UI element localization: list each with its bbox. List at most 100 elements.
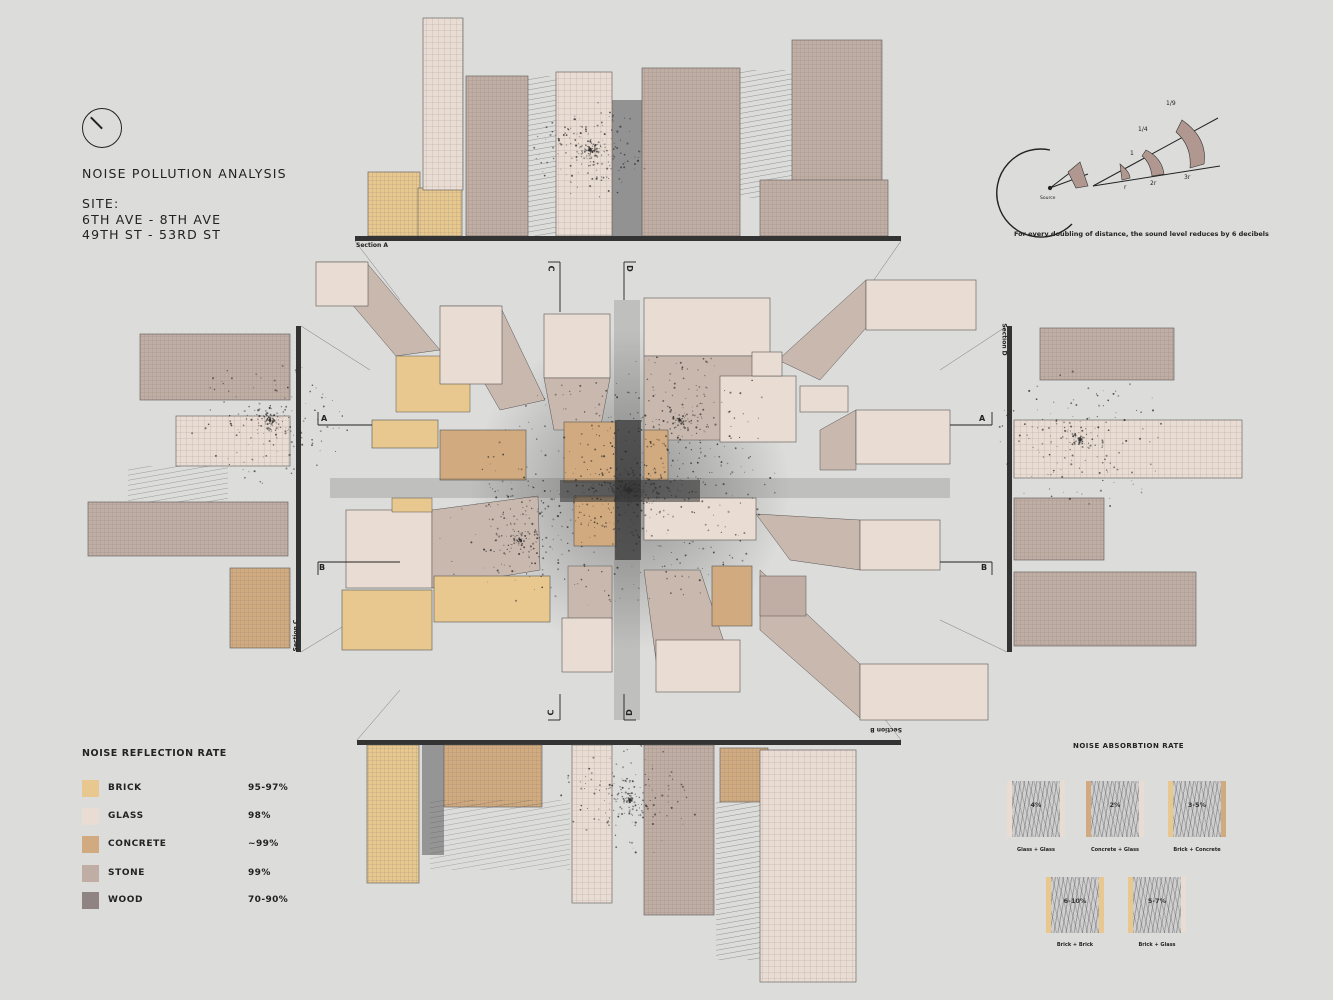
- noise-dot: [642, 489, 644, 491]
- noise-dot: [552, 518, 555, 521]
- noise-dot: [631, 800, 633, 802]
- noise-dot: [257, 409, 260, 412]
- noise-dot: [595, 153, 597, 155]
- noise-dot: [691, 434, 693, 436]
- noise-dot: [639, 814, 642, 817]
- noise-dot: [265, 413, 268, 416]
- noise-dot: [637, 486, 639, 489]
- noise-dot: [237, 429, 239, 431]
- noise-dot: [584, 776, 587, 778]
- noise-dot: [648, 597, 651, 600]
- noise-dot: [587, 569, 590, 571]
- noise-dot: [553, 498, 556, 500]
- noise-dot: [698, 386, 701, 388]
- noise-dot: [632, 806, 635, 808]
- noise-dot: [658, 478, 660, 480]
- noise-dot: [501, 563, 503, 565]
- noise-dot: [756, 508, 759, 511]
- noise-dot: [679, 479, 681, 481]
- noise-dot: [293, 434, 294, 436]
- noise-dot: [504, 553, 506, 555]
- noise-dot: [619, 786, 621, 788]
- site-line: 49TH ST - 53RD ST: [82, 227, 222, 242]
- noise-dot: [1073, 441, 1076, 444]
- noise-dot: [579, 384, 582, 387]
- noise-dot: [632, 534, 635, 537]
- noise-dot: [627, 490, 629, 492]
- noise-dot: [616, 396, 619, 399]
- noise-dot: [678, 421, 681, 424]
- noise-dot: [648, 478, 651, 481]
- noise-dot: [607, 820, 610, 822]
- noise-dot: [601, 395, 604, 397]
- noise-dot: [608, 490, 610, 492]
- noise-dot: [1078, 431, 1080, 434]
- noise-dot: [623, 802, 625, 804]
- noise-dot: [611, 119, 613, 121]
- noise-dot: [639, 491, 642, 494]
- sound-hatch: [1051, 877, 1099, 933]
- noise-dot: [506, 494, 508, 496]
- noise-dot: [275, 421, 278, 424]
- noise-dot: [595, 150, 598, 153]
- noise-dot: [285, 405, 288, 408]
- noise-dot: [1081, 445, 1084, 449]
- noise-dot: [341, 415, 344, 417]
- noise-dot: [1063, 421, 1066, 424]
- noise-dot: [616, 477, 619, 480]
- noise-dot: [522, 506, 524, 509]
- noise-dot: [1081, 440, 1084, 443]
- noise-dot: [1084, 459, 1086, 462]
- noise-dot: [623, 166, 626, 169]
- noise-dot: [702, 408, 705, 411]
- noise-dot: [650, 534, 653, 537]
- noise-dot: [510, 547, 512, 549]
- noise-dot: [657, 492, 660, 495]
- noise-dot: [998, 425, 1001, 428]
- noise-dot: [263, 414, 264, 416]
- noise-dot: [633, 511, 635, 514]
- noise-dot: [536, 537, 539, 540]
- noise-dot: [598, 784, 601, 787]
- noise-dot: [561, 553, 563, 556]
- noise-dot: [633, 494, 635, 496]
- noise-dot: [302, 420, 305, 422]
- noise-dot: [629, 801, 631, 804]
- legend-value: 99%: [248, 868, 271, 878]
- noise-dot: [569, 181, 571, 183]
- noise-dot: [634, 168, 636, 170]
- noise-dot: [543, 397, 546, 400]
- noise-dot: [684, 446, 687, 449]
- noise-dot: [636, 497, 639, 499]
- noise-dot: [720, 465, 722, 467]
- noise-dot: [612, 484, 615, 487]
- noise-dot: [593, 493, 595, 495]
- noise-dot: [502, 511, 505, 513]
- noise-dot: [1036, 409, 1038, 411]
- noise-dot: [252, 459, 254, 461]
- noise-dot: [589, 147, 592, 150]
- noise-dot: [685, 413, 688, 416]
- noise-dot: [716, 442, 718, 444]
- noise-dot: [692, 470, 695, 473]
- noise-dot: [645, 477, 648, 480]
- noise-dot: [582, 503, 584, 505]
- noise-dot: [1086, 417, 1089, 420]
- noise-dot: [542, 170, 544, 172]
- noise-dot: [676, 558, 679, 561]
- noise-dot: [1154, 470, 1156, 472]
- noise-dot: [597, 425, 600, 428]
- noise-dot: [627, 430, 630, 434]
- noise-dot: [677, 424, 679, 427]
- noise-dot: [319, 430, 322, 433]
- noise-dot: [621, 490, 624, 493]
- noise-dot: [661, 443, 663, 445]
- noise-dot: [580, 523, 582, 525]
- noise-dot: [618, 177, 621, 180]
- noise-dot: [622, 779, 624, 782]
- noise-dot: [517, 534, 519, 536]
- noise-dot: [575, 418, 578, 421]
- noise-dot: [704, 395, 706, 397]
- noise-dot: [629, 797, 632, 799]
- noise-dot: [706, 387, 708, 389]
